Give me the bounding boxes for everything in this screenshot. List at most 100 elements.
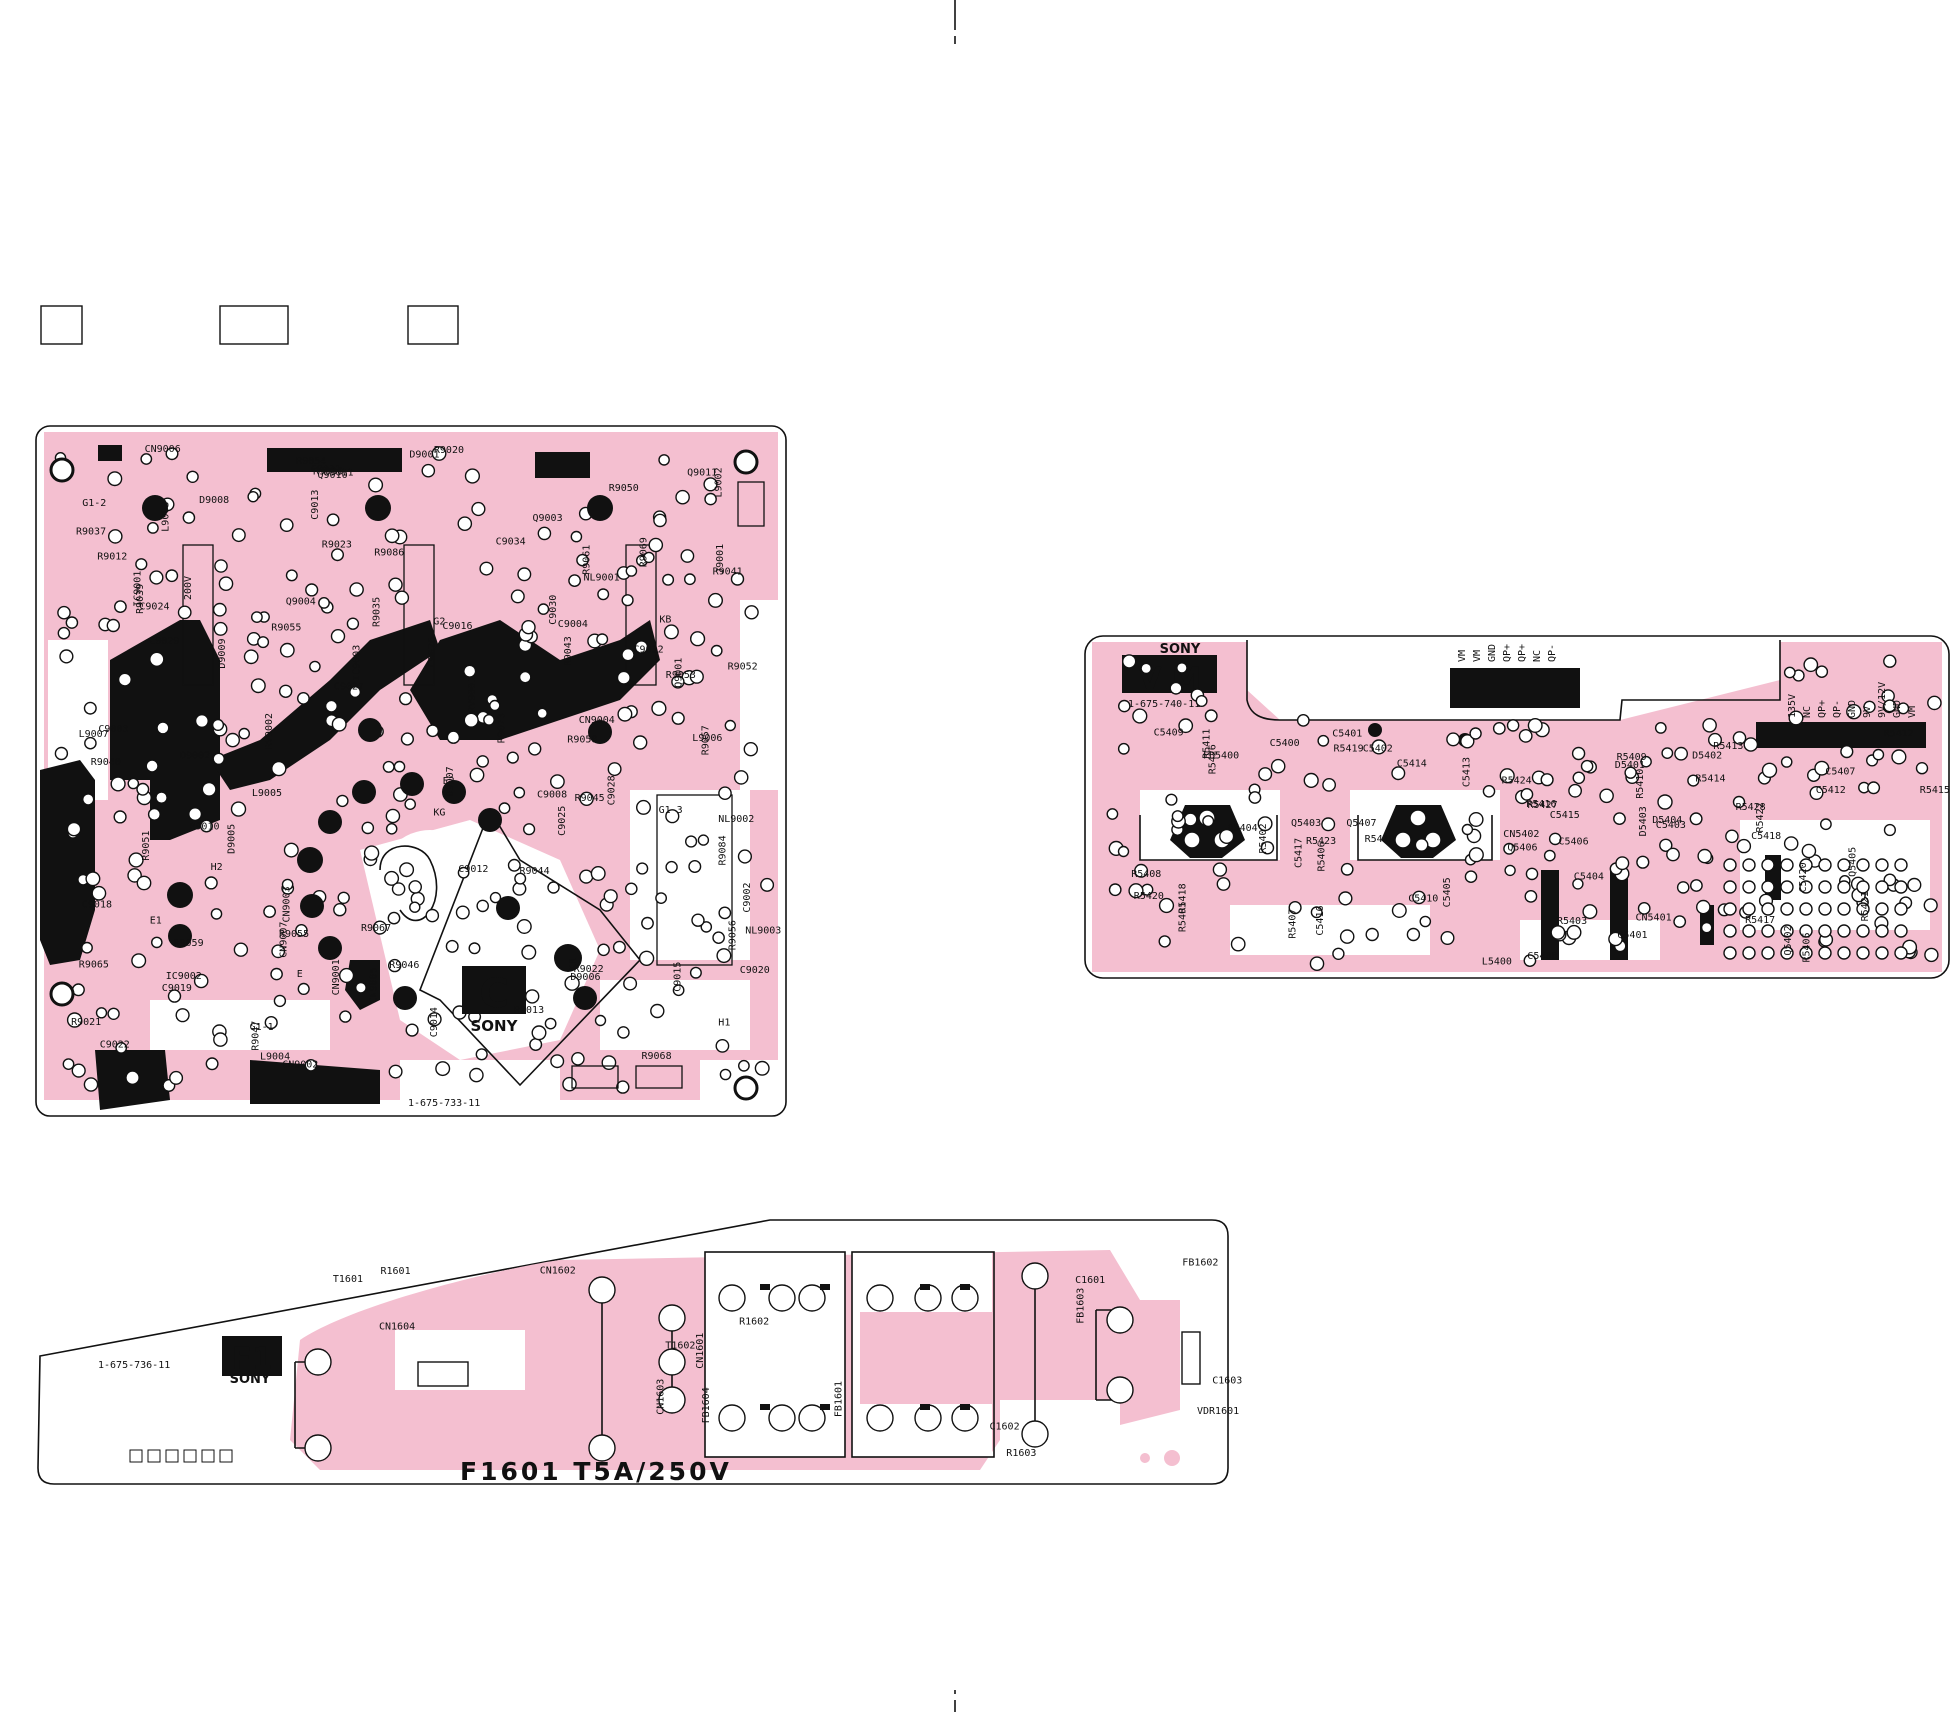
board-c-component-label: C9026	[427, 637, 438, 667]
cn5402-pin-label: VM	[1907, 706, 1918, 718]
board-c-component-label: R9052	[728, 661, 758, 672]
board-c-logo-brand: SONY	[471, 1017, 519, 1035]
board-vm-component-label: R5419	[1365, 834, 1395, 845]
board-vm-component-label: R5416	[1526, 799, 1556, 810]
board-vm-component-label: C5412	[1816, 785, 1846, 796]
board-c-component-label: L9006	[692, 733, 722, 744]
board-c-component-label: Q9011	[687, 467, 717, 478]
cn5402-pin-label: 9V/12V	[1877, 682, 1888, 718]
board-c-component-label: R9051	[141, 831, 152, 861]
board-vm-component-label: C5417	[1293, 838, 1304, 868]
board-vm-component-label: R5419	[1334, 743, 1364, 754]
board-c-component-label: RV9001	[467, 677, 478, 713]
board-c-component-label: IC9002	[166, 971, 202, 982]
board-vm-component-label: R5420	[1134, 891, 1164, 902]
board-c-component-label: D9002	[180, 750, 210, 761]
cn5401-pin-label: QP+	[1517, 644, 1528, 662]
board-vm-component-label: R5410	[1635, 769, 1646, 799]
cn5401-pin-label: QP+	[1502, 644, 1513, 662]
board-f1-logo-brand: SONY	[230, 1372, 271, 1387]
board-c-component-label: C9012	[458, 864, 488, 875]
board-vm-component-label: R5427	[1528, 800, 1558, 811]
board-vm-component-label: C5416	[1315, 905, 1326, 935]
board-f1-part-number: 1-675-736-11	[98, 1360, 170, 1371]
board-c-part-number: 1-675-733-11	[408, 1098, 480, 1109]
board-vm-component-label: Q5407	[1346, 818, 1376, 829]
board-f1-component-label: CN1601	[695, 1333, 706, 1369]
board-c-component-label: R9057	[701, 725, 712, 755]
board-c-component-label: R9067	[361, 923, 391, 934]
board-c-component-label: C9022	[100, 1039, 130, 1050]
board-c-component-label: R9068	[642, 1051, 672, 1062]
board-c-component-label: R9012	[97, 552, 127, 563]
board-c-component-label: R9055	[271, 623, 301, 634]
cn5401-pin-label: QP-	[1547, 644, 1558, 662]
board-c-component-label: NL9001	[584, 572, 620, 583]
board-vm-component-label: C5402	[1363, 744, 1393, 755]
board-c-component-label: R9013	[514, 1005, 544, 1016]
board-f1-fuse-label: F1601 T5A/250V	[460, 1457, 732, 1486]
board-c-component-label: CN9007	[279, 922, 290, 958]
board-c-component-label: R9045	[575, 793, 605, 804]
cn5401-pin-label: GND	[1487, 644, 1498, 662]
board-vm-component-label: D5403	[1638, 806, 1649, 836]
cn5401-pin-label: NC	[1532, 650, 1543, 662]
board-c-component-label: C9024	[139, 602, 169, 613]
board-c-component-label: R9054	[296, 456, 326, 467]
board-vm-component-label: C5413	[1462, 757, 1473, 787]
board-c-component-label: C9029	[149, 636, 179, 647]
board-c-component-label: R9037	[76, 527, 106, 538]
board-vm-component-label: R5426	[1207, 744, 1218, 774]
board-vm-component-label: L5400	[1482, 956, 1512, 967]
header-box-2	[219, 305, 289, 345]
board-vm-component-label: Q5404	[1228, 823, 1258, 834]
board-c-component-label: R9058	[567, 735, 597, 746]
board-vm-component-label: R5417	[1745, 915, 1775, 926]
board-vm-component-label: C5405	[1442, 877, 1453, 907]
board-f1-component-label: C1601	[1075, 1275, 1105, 1286]
cn5402-pin-label: NC	[1802, 706, 1813, 718]
board-c-component-label: C9003	[98, 724, 128, 735]
board-c-component-label: R9050	[609, 483, 639, 494]
board-c-component-label: G1-2	[82, 498, 106, 509]
board-c-component-label: R9021	[71, 1017, 101, 1028]
board-vm-component-label: D5401	[1615, 760, 1645, 771]
board-vm-component-label: R5428	[1736, 802, 1766, 813]
board-vm-component-label: R5413	[1713, 741, 1743, 752]
board-c-component-label: E	[297, 969, 303, 980]
board-vm-component-label: R5402	[1258, 823, 1269, 853]
cn5402-pin-label: GND	[1892, 700, 1903, 718]
board-c-component-label: R9044	[520, 866, 550, 877]
board-vm-component-label: C5406	[1559, 837, 1589, 848]
board-c-component-label: C9014	[429, 1007, 440, 1037]
board-c-component-label: R9073	[497, 713, 508, 743]
board-c-component-label: R9020	[434, 445, 464, 456]
board-c-component-label: CN9001	[331, 959, 342, 995]
cn5401-pin-label: VM	[1457, 650, 1468, 662]
board-c-component-label: L9003	[161, 502, 172, 532]
board-c-component-label: R9084	[718, 835, 729, 865]
board-vm-logo-brand: SONY	[1160, 642, 1201, 657]
board-vm-component-label: R5405	[1802, 932, 1813, 962]
board-vm-component-label: Q5403	[1291, 818, 1321, 829]
board-c-component-label: NL9003	[745, 926, 781, 937]
board-c-component-label: NL9002	[718, 814, 754, 825]
board-vm-component-label: C5414	[1397, 758, 1427, 769]
board-c-component-label: G1-3	[659, 805, 683, 816]
board-c-component-label: C9028	[607, 775, 618, 805]
board-f1-component-label: C1602	[990, 1422, 1020, 1433]
header-box-3	[407, 305, 459, 345]
board-c-component-label: R9059	[174, 938, 204, 949]
board-vm-component-label: C5410	[1408, 894, 1438, 905]
board-c-component-label: IC9003	[352, 645, 363, 681]
board-c-component-label: Q9003	[533, 513, 563, 524]
board-c-component-label: RV9002	[264, 713, 275, 749]
board-c-component-label: D9007	[445, 766, 456, 796]
board-vm-component-label: C5418	[1751, 831, 1781, 842]
board-c-component-label: R9023	[322, 540, 352, 551]
board-c-component-label: C9013	[310, 490, 321, 520]
board-vm-component-label: FB5400	[1203, 751, 1239, 762]
board-f1-component-label: FB1604	[701, 1387, 712, 1423]
board-c-component-label: L9004	[260, 1051, 290, 1062]
board-c-component-label: C9031	[311, 464, 341, 475]
